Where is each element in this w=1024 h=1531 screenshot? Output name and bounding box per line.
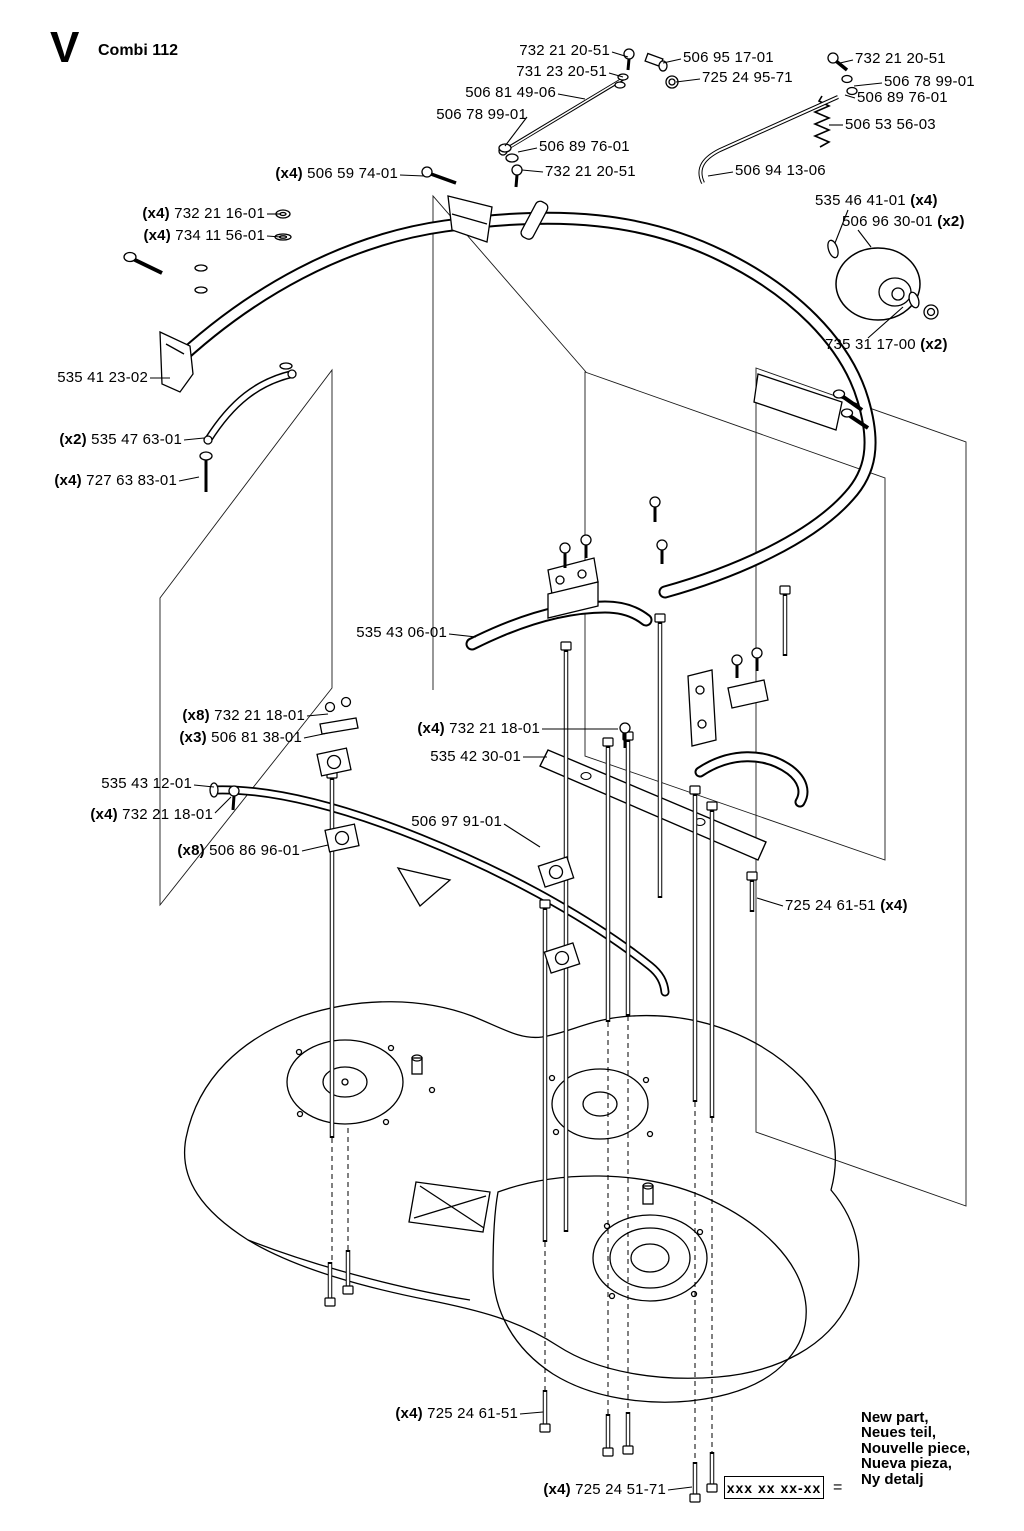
part-number-label: 506 81 49-06 — [465, 83, 556, 101]
part-number-label: (x4) 732 21 18-01 — [417, 719, 540, 737]
part-number-label: 506 78 99-01 — [436, 105, 527, 123]
alignment-dashed-lines — [331, 1016, 713, 1462]
bottom-bolts — [324, 1250, 718, 1503]
part-number-label: (x2) 535 47 63-01 — [59, 430, 182, 448]
legend-line: Neues teil, — [861, 1424, 937, 1442]
part-number-label: 735 31 17-00 (x2) — [825, 335, 948, 353]
leader-lines — [150, 51, 904, 1491]
sheet-letter: V — [50, 23, 80, 72]
part-number-label: (x8) 506 86 96-01 — [177, 841, 300, 859]
part-number-label: 731 23 20-51 — [516, 62, 607, 80]
legend-line: New part, — [861, 1409, 929, 1426]
part-number-label: 725 24 61-51 (x4) — [785, 896, 908, 914]
equals-sign: = — [833, 1479, 843, 1496]
legend-line: Nouvelle piece, — [861, 1439, 971, 1457]
support-tube — [209, 782, 670, 997]
part-number-label: 506 89 76-01 — [857, 88, 948, 106]
part-number-label: 506 97 91-01 — [411, 812, 502, 830]
part-number-label: (x8) 732 21 18-01 — [182, 706, 305, 724]
part-number-label: (x4) 506 59 74-01 — [275, 164, 398, 182]
roller-wheel — [827, 239, 939, 321]
part-number-label: 725 24 95-71 — [702, 68, 793, 86]
part-number-label: 732 21 20-51 — [855, 49, 946, 67]
part-number-label: 535 43 12-01 — [101, 774, 192, 792]
legend-line: Nueva pieza, — [861, 1455, 952, 1473]
deck-bolt-holes — [295, 1044, 704, 1300]
part-number-label: (x4) 725 24 61-51 — [395, 1404, 518, 1422]
part-number-label: 506 53 56-03 — [845, 115, 936, 133]
part-number-label: 535 43 06-01 — [356, 623, 447, 641]
part-number-label: 506 89 76-01 — [539, 137, 630, 155]
part-number-label: (x4) 734 11 56-01 — [143, 226, 265, 244]
legend-line: Ny detalj — [861, 1470, 924, 1488]
part-number-label: (x4) 732 21 18-01 — [90, 805, 213, 823]
tube-clamps — [316, 747, 581, 974]
part-number-label: 506 94 13-06 — [735, 161, 826, 179]
left-bracket — [159, 330, 194, 393]
brackets-and-hardware — [123, 48, 939, 908]
part-number-label: (x4) 732 21 16-01 — [142, 204, 265, 222]
part-number-label: (x4) 725 24 51-71 — [543, 1480, 666, 1498]
part-number-label: 506 78 99-01 — [884, 72, 975, 90]
mower-deck — [184, 1001, 860, 1403]
part-number-label: 535 41 23-02 — [57, 368, 148, 386]
part-number-label: (x3) 506 81 38-01 — [179, 728, 302, 746]
part-number-label: 732 21 20-51 — [519, 41, 610, 59]
part-number-label: 506 95 17-01 — [683, 48, 774, 66]
part-number-label: (x4) 727 63 83-01 — [54, 471, 177, 489]
page-title: Combi 112 — [98, 42, 179, 59]
part-number-label: 506 96 30-01 (x2) — [842, 212, 965, 230]
part-number-label: 535 46 41-01 (x4) — [815, 191, 938, 209]
part-number-label: 535 42 30-01 — [430, 747, 521, 765]
new-part-code-box: xxx xx xx-xx — [724, 1476, 824, 1499]
part-number-label: 732 21 20-51 — [545, 162, 636, 180]
projection-planes — [159, 194, 967, 1207]
new-part-legend: New part, Neues teil, Nouvelle piece, Nu… — [861, 1410, 970, 1487]
